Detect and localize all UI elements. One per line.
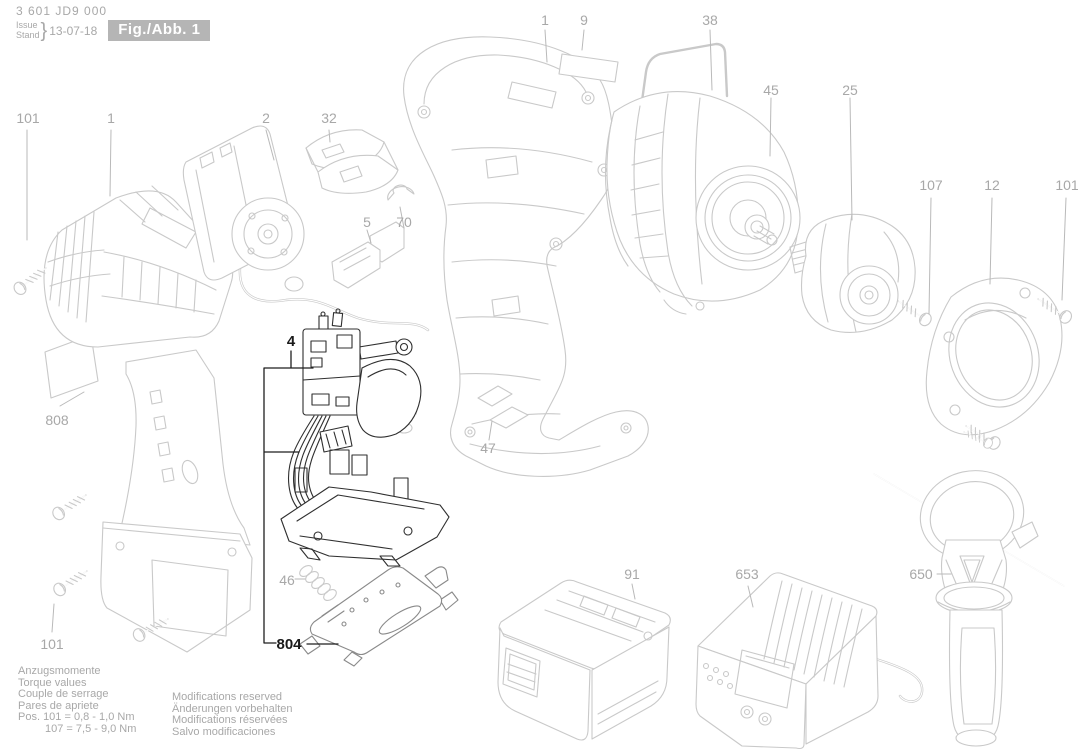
part-label-2: 2: [262, 110, 270, 126]
part-label-101-top-left: 101: [16, 110, 40, 126]
issue-date: 13-07-18: [49, 23, 98, 38]
part-label-4: 4: [286, 333, 296, 350]
part-label-101-bottom-left: 101: [40, 636, 64, 652]
bearing-flange-12-drawing: [925, 277, 1063, 436]
brush-plate-32-drawing: [305, 129, 399, 194]
torque-note-line: Torque values: [18, 676, 87, 689]
part-label-5: 5: [363, 214, 371, 230]
part-label-45: 45: [763, 82, 779, 98]
modifications-note-line: Salvo modificaciones: [172, 725, 276, 738]
leader-lines: [26, 29, 1067, 645]
battery-pack-drawing: [497, 579, 671, 741]
part-label-808: 808: [45, 412, 69, 428]
gearbox-45-drawing: [604, 91, 801, 315]
part-label-70: 70: [396, 214, 412, 230]
part-label-9: 9: [580, 12, 588, 28]
switch-assembly-drawing: [280, 308, 450, 567]
part-label-32: 32: [321, 110, 337, 126]
torque-note-line: 107 = 7,5 - 9,0 Nm: [45, 722, 137, 735]
part-label-25: 25: [842, 82, 858, 98]
figure-badge: Fig./Abb. 1: [108, 20, 211, 41]
drill-housing-right-half-drawing: [43, 185, 253, 653]
modifications-note-line: Modifications reserved: [172, 691, 283, 703]
spring-46-drawing: [299, 564, 337, 602]
bracket-part-4: [263, 350, 339, 645]
part-label-1-center: 1: [541, 12, 549, 28]
type-number: 3 601 JD9 000: [16, 4, 108, 18]
drill-housing-left-half-drawing: [395, 36, 649, 477]
modifications-note-line: Änderungen vorbehalten: [172, 702, 293, 715]
part-label-47: 47: [480, 440, 496, 456]
part-label-91: 91: [624, 566, 640, 582]
part-label-653: 653: [735, 566, 759, 582]
part-label-1-left: 1: [107, 110, 115, 126]
c-clip-70-drawing: [387, 184, 415, 201]
torque-note-line: Couple de serrage: [18, 688, 109, 700]
part-label-804: 804: [276, 636, 302, 653]
torque-note: Anzugsmomente Torque values Couple de se…: [18, 665, 137, 735]
torque-note-line: Pares de apriete: [18, 699, 99, 712]
part-label-46: 46: [279, 572, 295, 588]
part-label-107: 107: [919, 177, 943, 193]
stand-label: Stand: [16, 29, 40, 40]
modifications-note-line: Modifications réservées: [172, 714, 288, 726]
issue-stand-block: Issue Stand } 13-07-18 Fig./Abb. 1: [16, 19, 211, 42]
clip-47-drawing: [477, 385, 529, 429]
part-label-650: 650: [909, 566, 933, 582]
plates-5-drawing: [331, 221, 405, 289]
sticker-9-drawing: [558, 53, 619, 83]
part-label-12: 12: [984, 177, 1000, 193]
part-label-38: 38: [702, 12, 718, 28]
mounting-plate-804-drawing: [299, 566, 459, 667]
torque-note-line: Pos. 101 = 0,8 - 1,0 Nm: [18, 711, 135, 723]
motor-drawing: [182, 125, 430, 332]
modifications-note: Modifications reserved Änderungen vorbeh…: [172, 691, 293, 738]
wire-bail-38-drawing: [636, 42, 729, 132]
chuck-25-drawing: [789, 213, 916, 333]
issue-label: Issue: [16, 20, 38, 30]
brace-glyph: }: [40, 19, 48, 42]
part-label-101-right: 101: [1055, 177, 1079, 193]
auxiliary-handle-drawing: [873, 426, 1065, 747]
torque-note-line: Anzugsmomente: [18, 665, 101, 677]
charger-drawing: [695, 572, 924, 750]
